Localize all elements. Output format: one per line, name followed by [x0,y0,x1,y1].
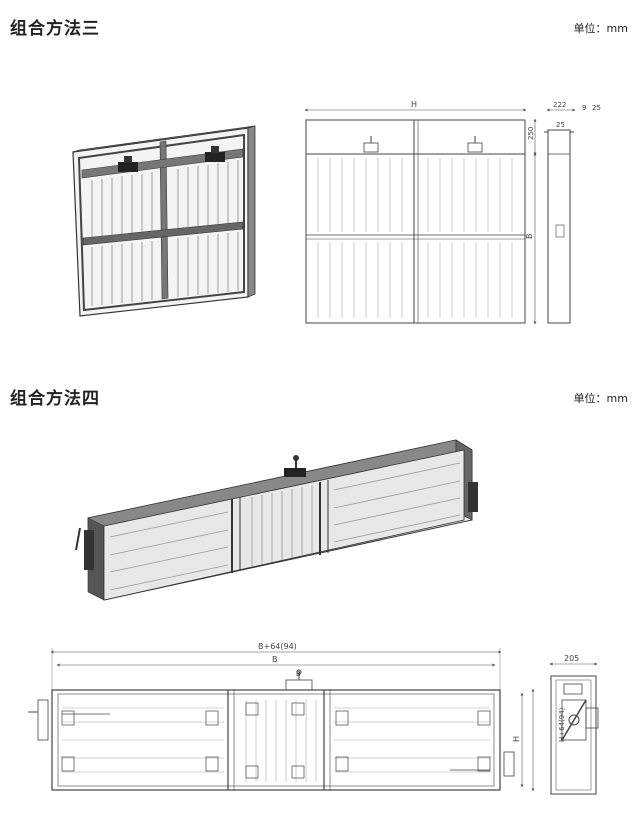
section3-dim-depth: 222 [553,101,566,109]
section3-dim-flange2: 25 [592,104,601,112]
section4-dim-height: H [512,736,521,742]
section3-title: 组合方法三 [10,19,100,39]
section4-dim-depth: 205 [564,654,579,663]
section4-dim-overall: B+64(94) [258,642,297,651]
section3-dim-width: H [411,100,417,109]
section3-isometric-damper [72,125,256,317]
section3-unit-label: 单位：mm [573,22,628,35]
section3-front-view [305,119,526,324]
section3-dim-side-offset: 25 [556,121,565,129]
section3-dim-flange1: 9 [582,104,586,112]
section4-side-view [550,675,599,795]
section4-front-view [28,669,515,791]
section3-dim-height: B [525,234,534,240]
section4-unit-label: 单位：mm [573,392,628,405]
section4-isometric-damper [75,439,478,601]
section3-dim-top-height: 250 [527,127,535,140]
section3-side-view [544,129,574,324]
section4-dim-width: B [272,655,278,664]
section4-title: 组合方法四 [10,389,100,409]
section4-dim-sub: B [296,670,301,678]
